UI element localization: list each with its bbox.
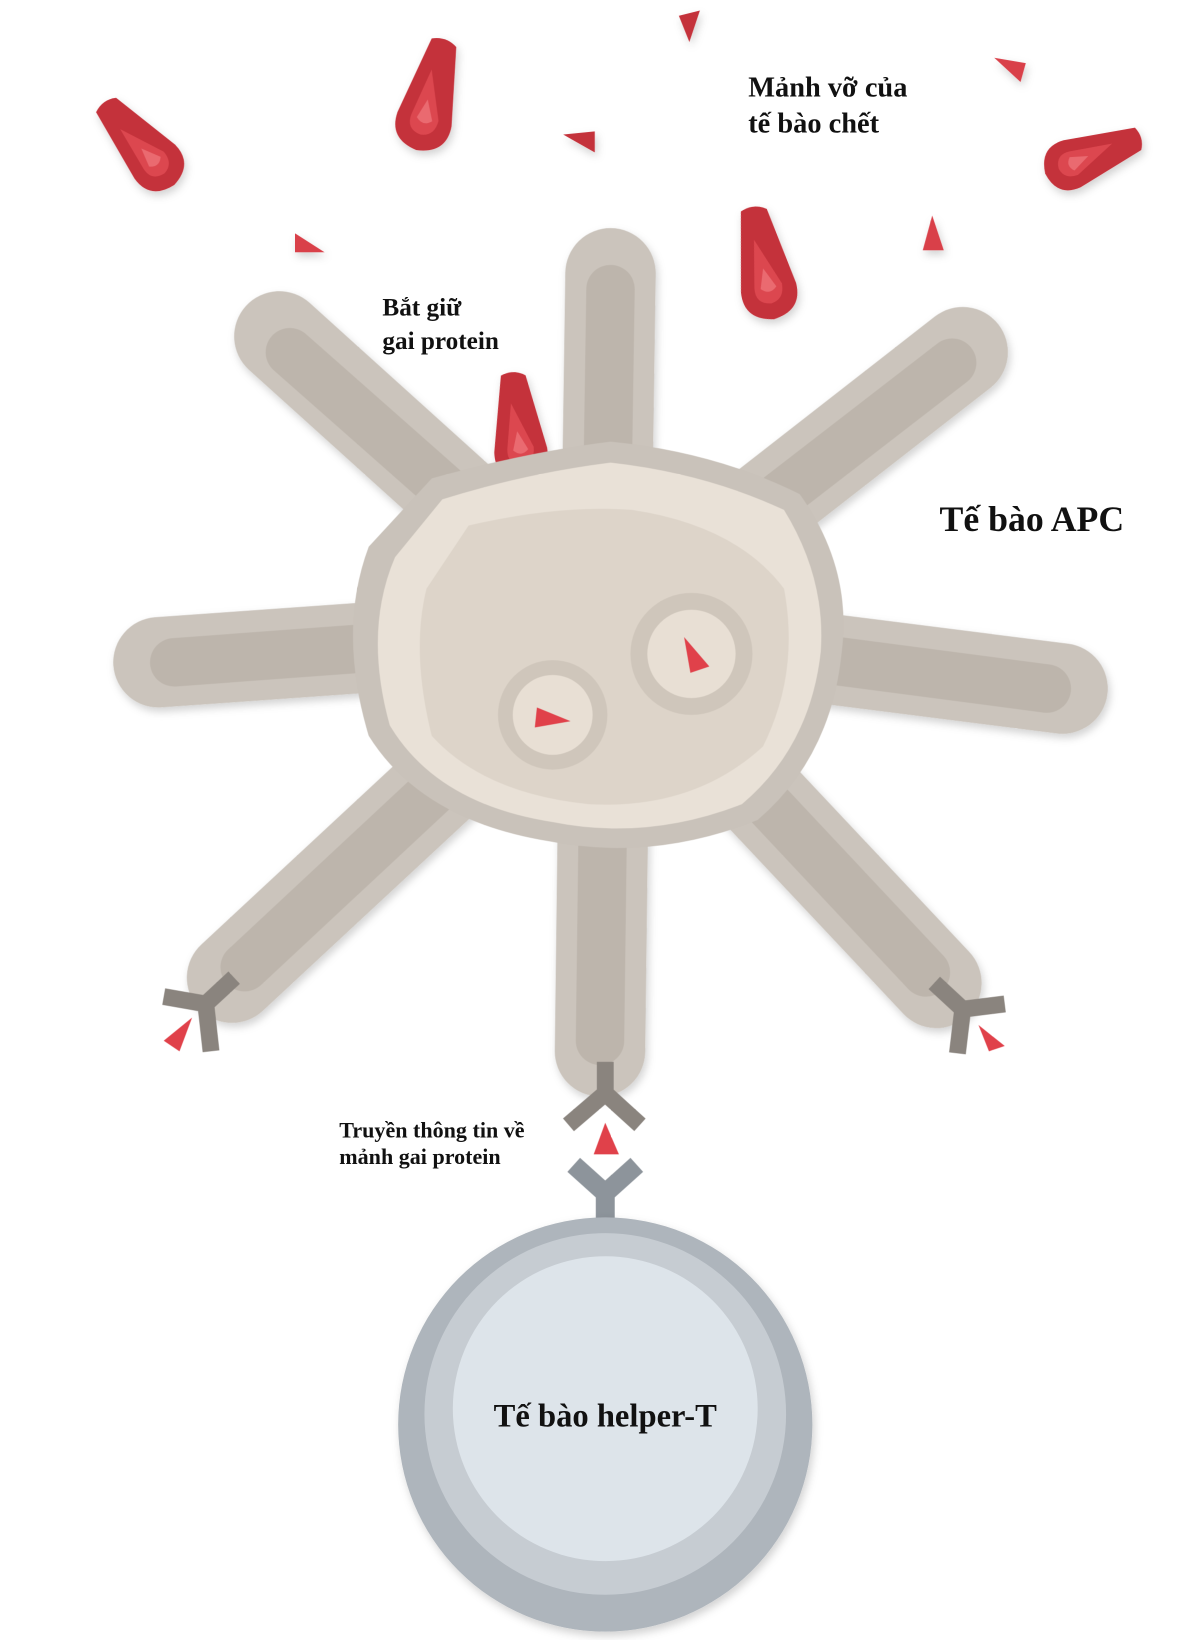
spike-fragment <box>534 707 571 728</box>
fragment <box>1036 114 1150 198</box>
small-fragment <box>922 215 944 251</box>
spike-fragment <box>163 1017 193 1052</box>
receptor <box>928 976 1006 1055</box>
debris-fragments <box>84 10 1150 483</box>
debris-label: Mảnh vỡ của <box>748 73 907 104</box>
capture-label: Bắt giữ <box>382 294 462 321</box>
fragment <box>726 201 802 325</box>
small-fragment <box>994 57 1026 82</box>
helper-t-label: Tế bào helper-T <box>494 1399 717 1435</box>
apc-label: Tế bào APC <box>940 499 1125 539</box>
receptor <box>562 1061 646 1132</box>
spike-fragment <box>593 1122 619 1155</box>
spike-fragment <box>684 637 710 673</box>
transfer-label: Truyền thông tin về <box>339 1117 525 1142</box>
fragment <box>84 84 195 202</box>
debris-label: tế bào chết <box>748 108 879 139</box>
apc-receptors <box>162 971 1006 1132</box>
helper-t-cell <box>398 1157 813 1632</box>
spike-fragment <box>978 1025 1005 1052</box>
small-fragment <box>678 10 700 43</box>
transfer-label: mảnh gai protein <box>339 1144 500 1169</box>
small-fragment <box>295 233 325 253</box>
fragment <box>389 32 473 158</box>
receptor <box>162 971 240 1053</box>
small-fragment <box>563 131 595 153</box>
apc-cell <box>113 228 1108 1097</box>
capture-label: gai protein <box>382 328 499 355</box>
